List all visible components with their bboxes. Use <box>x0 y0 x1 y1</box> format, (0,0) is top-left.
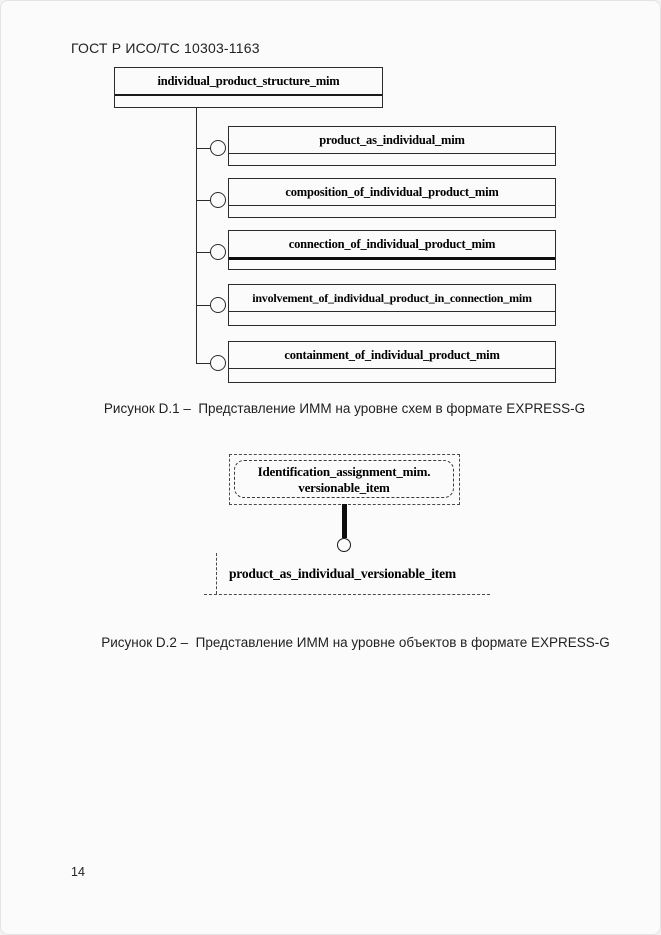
interschema-ref-box: Identification_assignment_mim. versionab… <box>234 460 454 498</box>
box-strip <box>229 206 555 217</box>
connector-branch-line <box>196 200 212 201</box>
connector-branch-line <box>196 148 212 149</box>
ref-box-line2: versionable_item <box>298 480 390 495</box>
schema-box-label: composition_of_individual_product_mim <box>285 185 499 199</box>
box-strip <box>229 312 555 325</box>
box-divider <box>229 205 555 206</box>
supertype-thick-line <box>342 504 347 538</box>
entity-label: product_as_individual_versionable_item <box>229 566 456 581</box>
schema-box-label: product_as_individual_mim <box>319 133 465 147</box>
schema-box: involvement_of_individual_product_in_con… <box>228 284 556 326</box>
box-strip <box>229 154 555 165</box>
relationship-circle <box>337 538 351 552</box>
box-divider <box>229 311 555 312</box>
page-header: ГОСТ Р ИСО/ТС 10303-1163 <box>71 40 260 56</box>
schema-box: composition_of_individual_product_mim <box>228 178 556 218</box>
box-strip <box>229 260 555 269</box>
schema-box-label: involvement_of_individual_product_in_con… <box>252 291 532 305</box>
schema-box: containment_of_individual_product_mim <box>228 341 556 383</box>
connector-branch-line <box>196 252 212 253</box>
relationship-circle <box>210 192 226 208</box>
schema-box-label: connection_of_individual_product_mim <box>288 237 496 251</box>
schema-box: connection_of_individual_product_mim <box>228 230 556 270</box>
relationship-circle <box>210 140 226 156</box>
connector-branch-line <box>196 305 212 306</box>
connector-trunk-line <box>196 108 197 363</box>
box-strip <box>115 96 382 107</box>
relationship-circle <box>210 244 226 260</box>
box-divider-thick <box>229 257 555 260</box>
box-divider <box>229 368 555 369</box>
relationship-circle <box>210 297 226 313</box>
page-ref-dashed-hline <box>204 594 490 595</box>
connector-branch-line <box>196 363 212 364</box>
schema-box-label: containment_of_individual_product_mim <box>284 348 500 362</box>
page-number: 14 <box>71 865 85 879</box>
box-divider <box>229 153 555 154</box>
ref-box-line1: Identification_assignment_mim. <box>257 464 431 479</box>
figure-caption-d2: Рисунок D.2 – Представление ИММ на уровн… <box>101 635 610 650</box>
schema-box-root: individual_product_structure_mim <box>114 67 383 108</box>
schema-box-label: individual_product_structure_mim <box>157 74 340 88</box>
page-ref-dashed-vline <box>216 553 217 594</box>
box-divider <box>115 94 382 96</box>
figure-caption-d1: Рисунок D.1 – Представление ИММ на уровн… <box>103 401 586 416</box>
box-strip <box>229 369 555 382</box>
relationship-circle <box>210 355 226 371</box>
schema-box: product_as_individual_mim <box>228 126 556 166</box>
